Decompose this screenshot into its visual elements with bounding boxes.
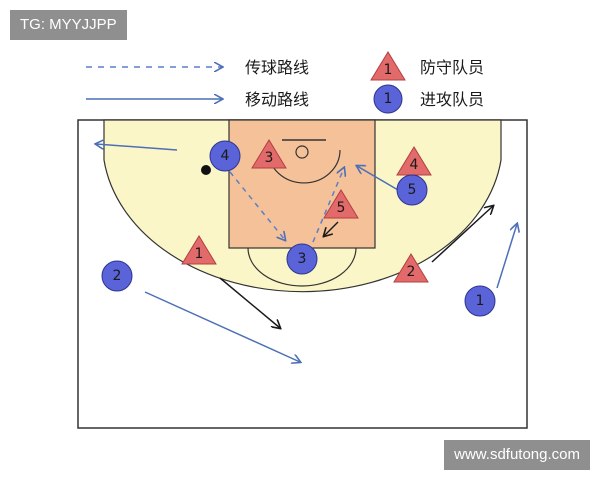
offense-1-number: 1 — [476, 293, 485, 309]
pass-4-to-3 — [229, 171, 285, 240]
watermark-top-left: TG: MYYJJPP — [10, 10, 127, 40]
legend: 传球路线 移动路线 1 防守队员 1 进攻队员 — [86, 51, 484, 114]
move-5-to-basket — [357, 166, 399, 191]
defenders: 1 2 3 4 5 — [181, 139, 432, 283]
offense-2-number: 2 — [113, 268, 122, 284]
rim — [295, 145, 309, 159]
defender-2-number: 2 — [407, 264, 416, 280]
defender-4-number: 4 — [410, 157, 419, 173]
offense-1: 1 — [464, 285, 496, 317]
legend-defender-label: 防守队员 — [420, 58, 484, 77]
offense-3-number: 3 — [298, 251, 307, 267]
offense-4: 4 — [209, 140, 241, 172]
offense-3: 3 — [286, 243, 318, 275]
legend-move-label: 移动路线 — [245, 90, 309, 109]
legend-defender-icon — [370, 51, 406, 81]
offense-5-number: 5 — [408, 182, 417, 198]
defender-1: 1 — [181, 235, 217, 265]
offense-2: 2 — [101, 260, 133, 292]
move-2-down — [144, 291, 300, 362]
cut-defender-2 — [431, 206, 493, 263]
defender-3: 3 — [251, 139, 287, 169]
pass-3-to-5 — [312, 168, 344, 243]
cut-defender-1 — [219, 277, 280, 328]
defender-5: 5 — [323, 189, 359, 219]
ball — [201, 165, 211, 175]
offense-players: 1 2 3 4 5 — [101, 140, 496, 317]
move-routes — [96, 144, 517, 362]
offense-4-number: 4 — [221, 148, 230, 164]
legend-offense-number: 1 — [384, 91, 393, 107]
offense-5: 5 — [396, 174, 428, 206]
watermark-bottom-right: www.sdfutong.com — [444, 440, 590, 470]
legend-offense-label: 进攻队员 — [420, 90, 484, 109]
legend-defender-number: 1 — [384, 62, 393, 78]
legend-pass-label: 传球路线 — [245, 58, 309, 77]
defender-3-number: 3 — [265, 150, 274, 166]
defender-1-number: 1 — [195, 246, 204, 262]
legend-offense-icon — [373, 84, 403, 114]
cut-defender-5 — [324, 221, 339, 236]
defender-5-number: 5 — [337, 200, 346, 216]
move-1-up — [496, 224, 517, 289]
pass-routes — [229, 168, 344, 243]
defender-2: 2 — [393, 253, 429, 283]
free-throw-circle — [247, 247, 357, 287]
move-4-left — [96, 144, 178, 151]
paint-area — [228, 119, 376, 249]
